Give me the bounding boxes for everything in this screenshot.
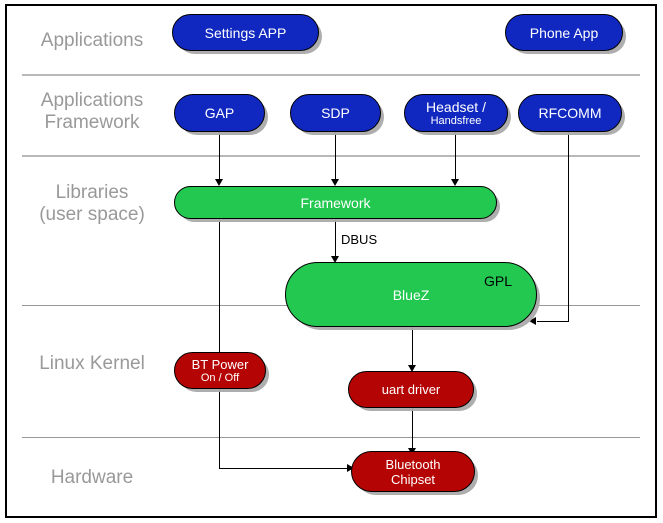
node-handsfree-label: Handsfree [430,114,482,127]
edge-framework-chipset-horizontal [219,468,353,469]
node-gap-label: GAP [204,105,235,121]
node-bt-power-label: BT Power [191,356,249,372]
edge-framework-bluez-line [335,218,336,259]
node-framework-label: Framework [300,194,371,211]
layer-label-applications-framework: Applications Framework [40,90,144,133]
edge-bluez-uart-arrow [408,365,416,372]
node-bluez[interactable]: BlueZ GPL [285,262,537,327]
node-bluez-gpl-badge: GPL [483,273,512,289]
node-headset-handsfree[interactable]: Headset / Handsfree [404,94,508,132]
node-bluetooth-chipset[interactable]: Bluetooth Chipset [351,451,475,492]
edge-headset-framework-arrow [451,179,459,186]
node-rfcomm-label: RFCOMM [538,105,602,121]
node-uart-driver[interactable]: uart driver [348,371,474,408]
node-uart-driver-label: uart driver [381,382,441,397]
edge-rfcomm-horizontal [537,321,569,322]
edge-framework-chipset-vertical [219,218,220,468]
edge-label-dbus: DBUS [341,232,378,247]
layer-label-hardware: Hardware [50,467,134,488]
node-bt-power[interactable]: BT Power On / Off [174,352,266,389]
node-phone-app-label: Phone App [529,24,599,41]
layer-label-libraries: Libraries (user space) [39,182,145,225]
node-settings-app[interactable]: Settings APP [172,14,319,51]
node-bluez-label: BlueZ [392,286,430,303]
divider-applications [22,74,640,76]
edge-framework-bluez-arrow [331,256,339,263]
node-framework[interactable]: Framework [174,186,497,219]
edge-sdp-framework-arrow [331,179,339,186]
edge-gap-framework-arrow [215,179,223,186]
divider-applications-framework [22,155,640,157]
node-gap[interactable]: GAP [174,94,265,132]
edge-sdp-framework-line [335,132,336,182]
node-rfcomm[interactable]: RFCOMM [518,94,622,132]
node-bt-power-sublabel: On / Off [200,371,240,384]
node-bluetooth-chipset-sublabel: Chipset [390,471,436,487]
node-bluetooth-chipset-label: Bluetooth [385,456,441,472]
edge-rfcomm-bluez-arrow [529,317,536,325]
node-sdp[interactable]: SDP [290,94,381,132]
edge-uart-chipset-line [412,408,413,451]
node-headset-label: Headset / [426,98,486,115]
node-phone-app[interactable]: Phone App [505,14,623,51]
edge-headset-framework-line [455,132,456,182]
layer-label-linux-kernel: Linux Kernel [39,353,145,374]
divider-linux-kernel [22,437,640,438]
edge-bluez-uart-line [412,327,413,368]
node-settings-app-label: Settings APP [204,24,287,41]
node-sdp-label: SDP [321,105,350,121]
edge-gap-framework-line [219,132,220,182]
edge-rfcomm-vertical [568,132,569,321]
layer-label-applications: Applications [40,30,144,51]
